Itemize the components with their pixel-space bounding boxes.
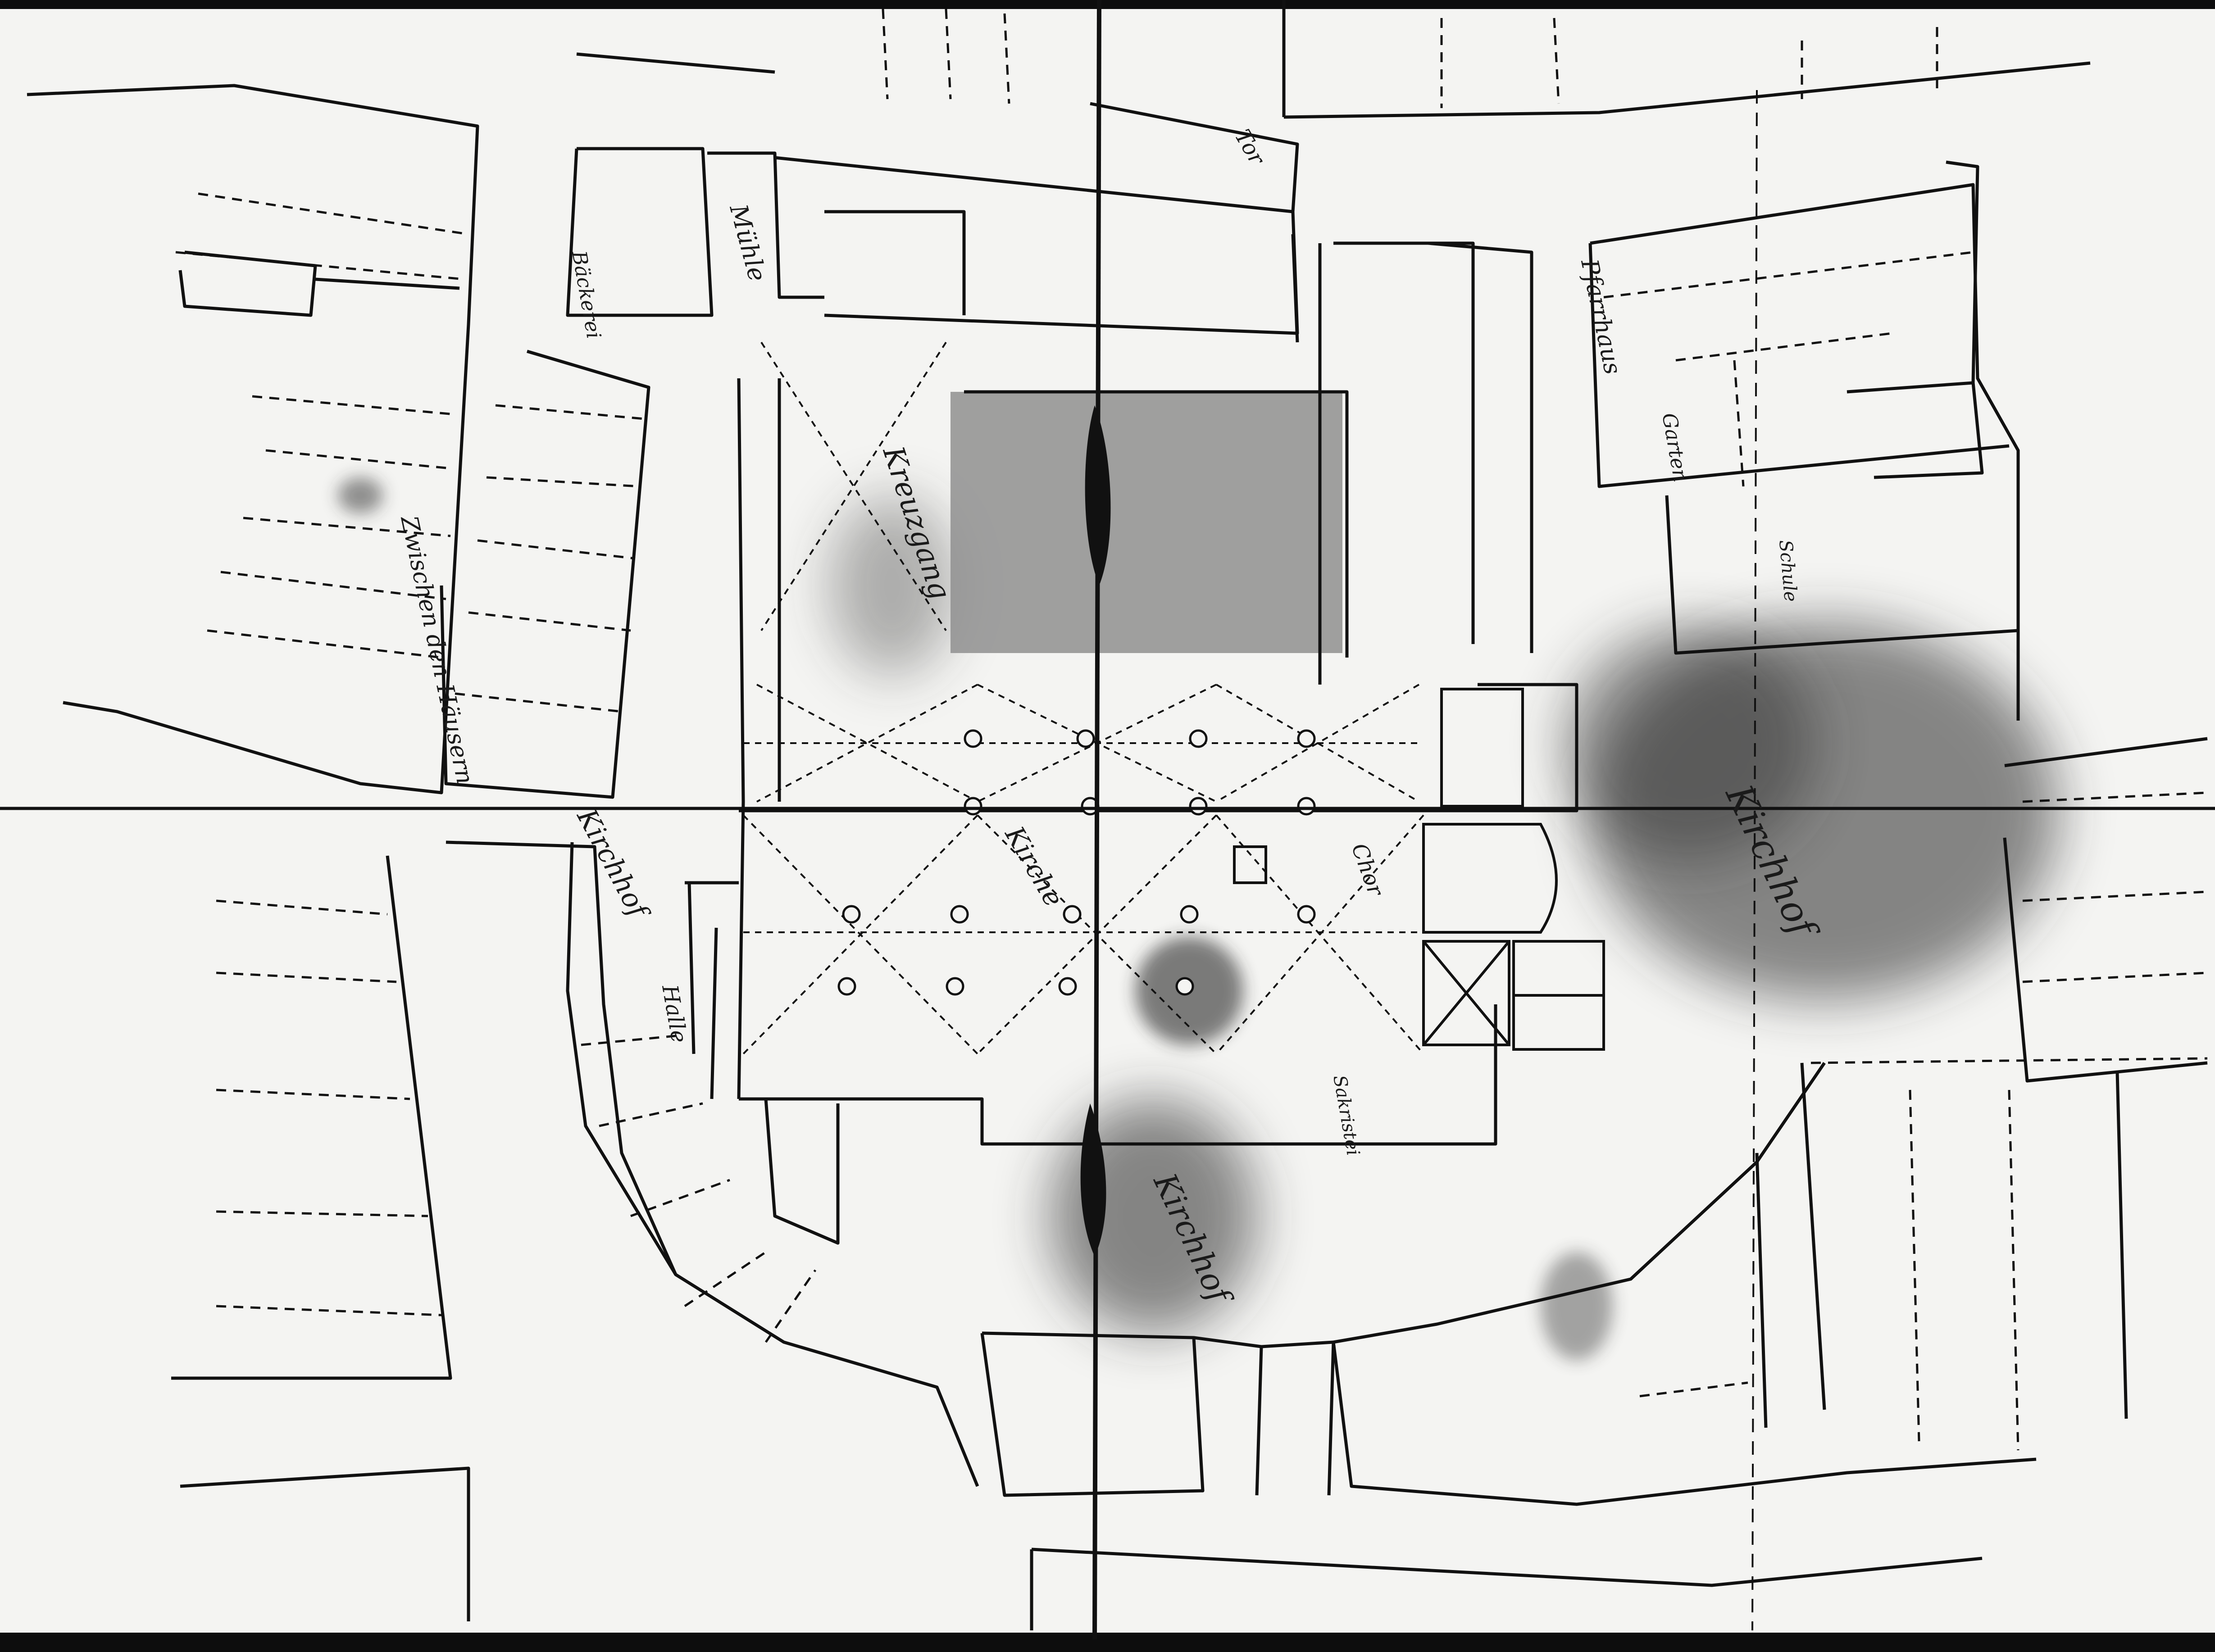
crease-ink-blots <box>1080 405 1111 1257</box>
label-pastor-house: Pfarrhaus <box>1575 256 1626 377</box>
label-church-nave: Kirche <box>999 821 1069 912</box>
photo-frame-bottom <box>0 1633 2215 1652</box>
label-north-garden: Garten <box>1657 411 1692 484</box>
label-bakery: Bäckerei <box>567 249 605 340</box>
label-mill: Mühle <box>724 201 772 284</box>
parcel-lines <box>27 0 2208 1630</box>
label-kirchhof-west: Kirchhof <box>570 803 656 926</box>
photo-frame-top <box>0 0 2215 9</box>
choir-and-annex <box>1233 688 1605 1051</box>
label-hall: Halle <box>657 982 692 1044</box>
cloister-court-shading <box>951 392 1342 653</box>
church-pillars <box>837 729 1316 996</box>
label-west-lane: Zwischen den Häusern <box>395 513 478 786</box>
label-choir: Chor <box>1346 840 1389 900</box>
dashed-property-lines <box>175 9 2208 1451</box>
label-school: Schule <box>1775 539 1801 603</box>
